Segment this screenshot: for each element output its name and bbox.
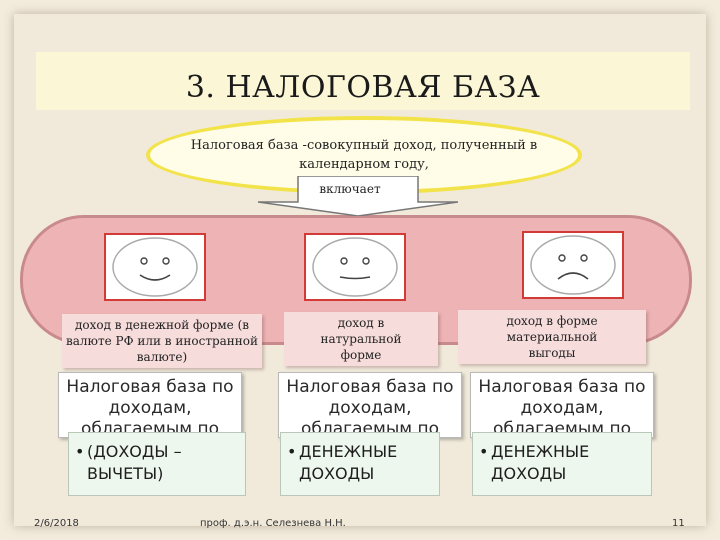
income-type-2: доход в натуральной форме [284, 312, 438, 366]
smiling-face-icon [112, 237, 198, 297]
bullet-box-2: • ДЕНЕЖНЫЕ ДОХОДЫ [280, 432, 440, 496]
footer-date: 2/6/2018 [34, 518, 79, 529]
income-type-3: доход в форме материальной выгоды [458, 310, 646, 364]
face-box-1 [104, 233, 206, 301]
tax-base-text-2: Налоговая база по доходам, облагаемым по [286, 377, 454, 438]
arrow-label: включает [319, 182, 381, 196]
income-type-2-text: доход в натуральной форме [320, 316, 402, 362]
bullet-box-1: • (ДОХОДЫ – ВЫЧЕТЫ) [68, 432, 246, 496]
income-type-1-text: доход в денежной форме (в валюте РФ или … [65, 318, 259, 364]
tax-base-text-1: Налоговая база по доходам, облагаемым по [66, 377, 234, 438]
bullet-icon: • [479, 442, 489, 461]
title-bar [36, 52, 690, 110]
footer-page-number: 11 [672, 518, 685, 529]
footer-author: проф. д.э.н. Селезнева Н.Н. [200, 518, 346, 529]
face-box-2 [304, 233, 406, 301]
down-arrow-icon [258, 176, 458, 216]
neutral-face-icon [312, 237, 398, 297]
sad-face-icon [530, 235, 616, 295]
bullet-box-3: • ДЕНЕЖНЫЕ ДОХОДЫ [472, 432, 652, 496]
bullet-text-1: (ДОХОДЫ – ВЫЧЕТЫ) [87, 442, 182, 483]
tax-base-box-1: Налоговая база по доходам, облагаемым по [58, 372, 242, 438]
slide-title: 3. НАЛОГОВАЯ БАЗА [185, 70, 541, 105]
tax-base-box-3: Налоговая база по доходам, облагаемым по [470, 372, 654, 438]
income-type-3-text: доход в форме материальной выгоды [506, 314, 598, 360]
bullet-icon: • [287, 442, 297, 461]
definition-text: Налоговая база -совокупный доход, получе… [190, 138, 538, 172]
bullet-icon: • [75, 442, 85, 461]
bullet-text-3: ДЕНЕЖНЫЕ ДОХОДЫ [491, 442, 590, 483]
tax-base-box-2: Налоговая база по доходам, облагаемым по [278, 372, 462, 438]
income-type-1: доход в денежной форме (в валюте РФ или … [62, 314, 262, 368]
bullet-text-2: ДЕНЕЖНЫЕ ДОХОДЫ [299, 442, 398, 483]
face-box-3 [522, 231, 624, 299]
tax-base-text-3: Налоговая база по доходам, облагаемым по [478, 377, 646, 438]
